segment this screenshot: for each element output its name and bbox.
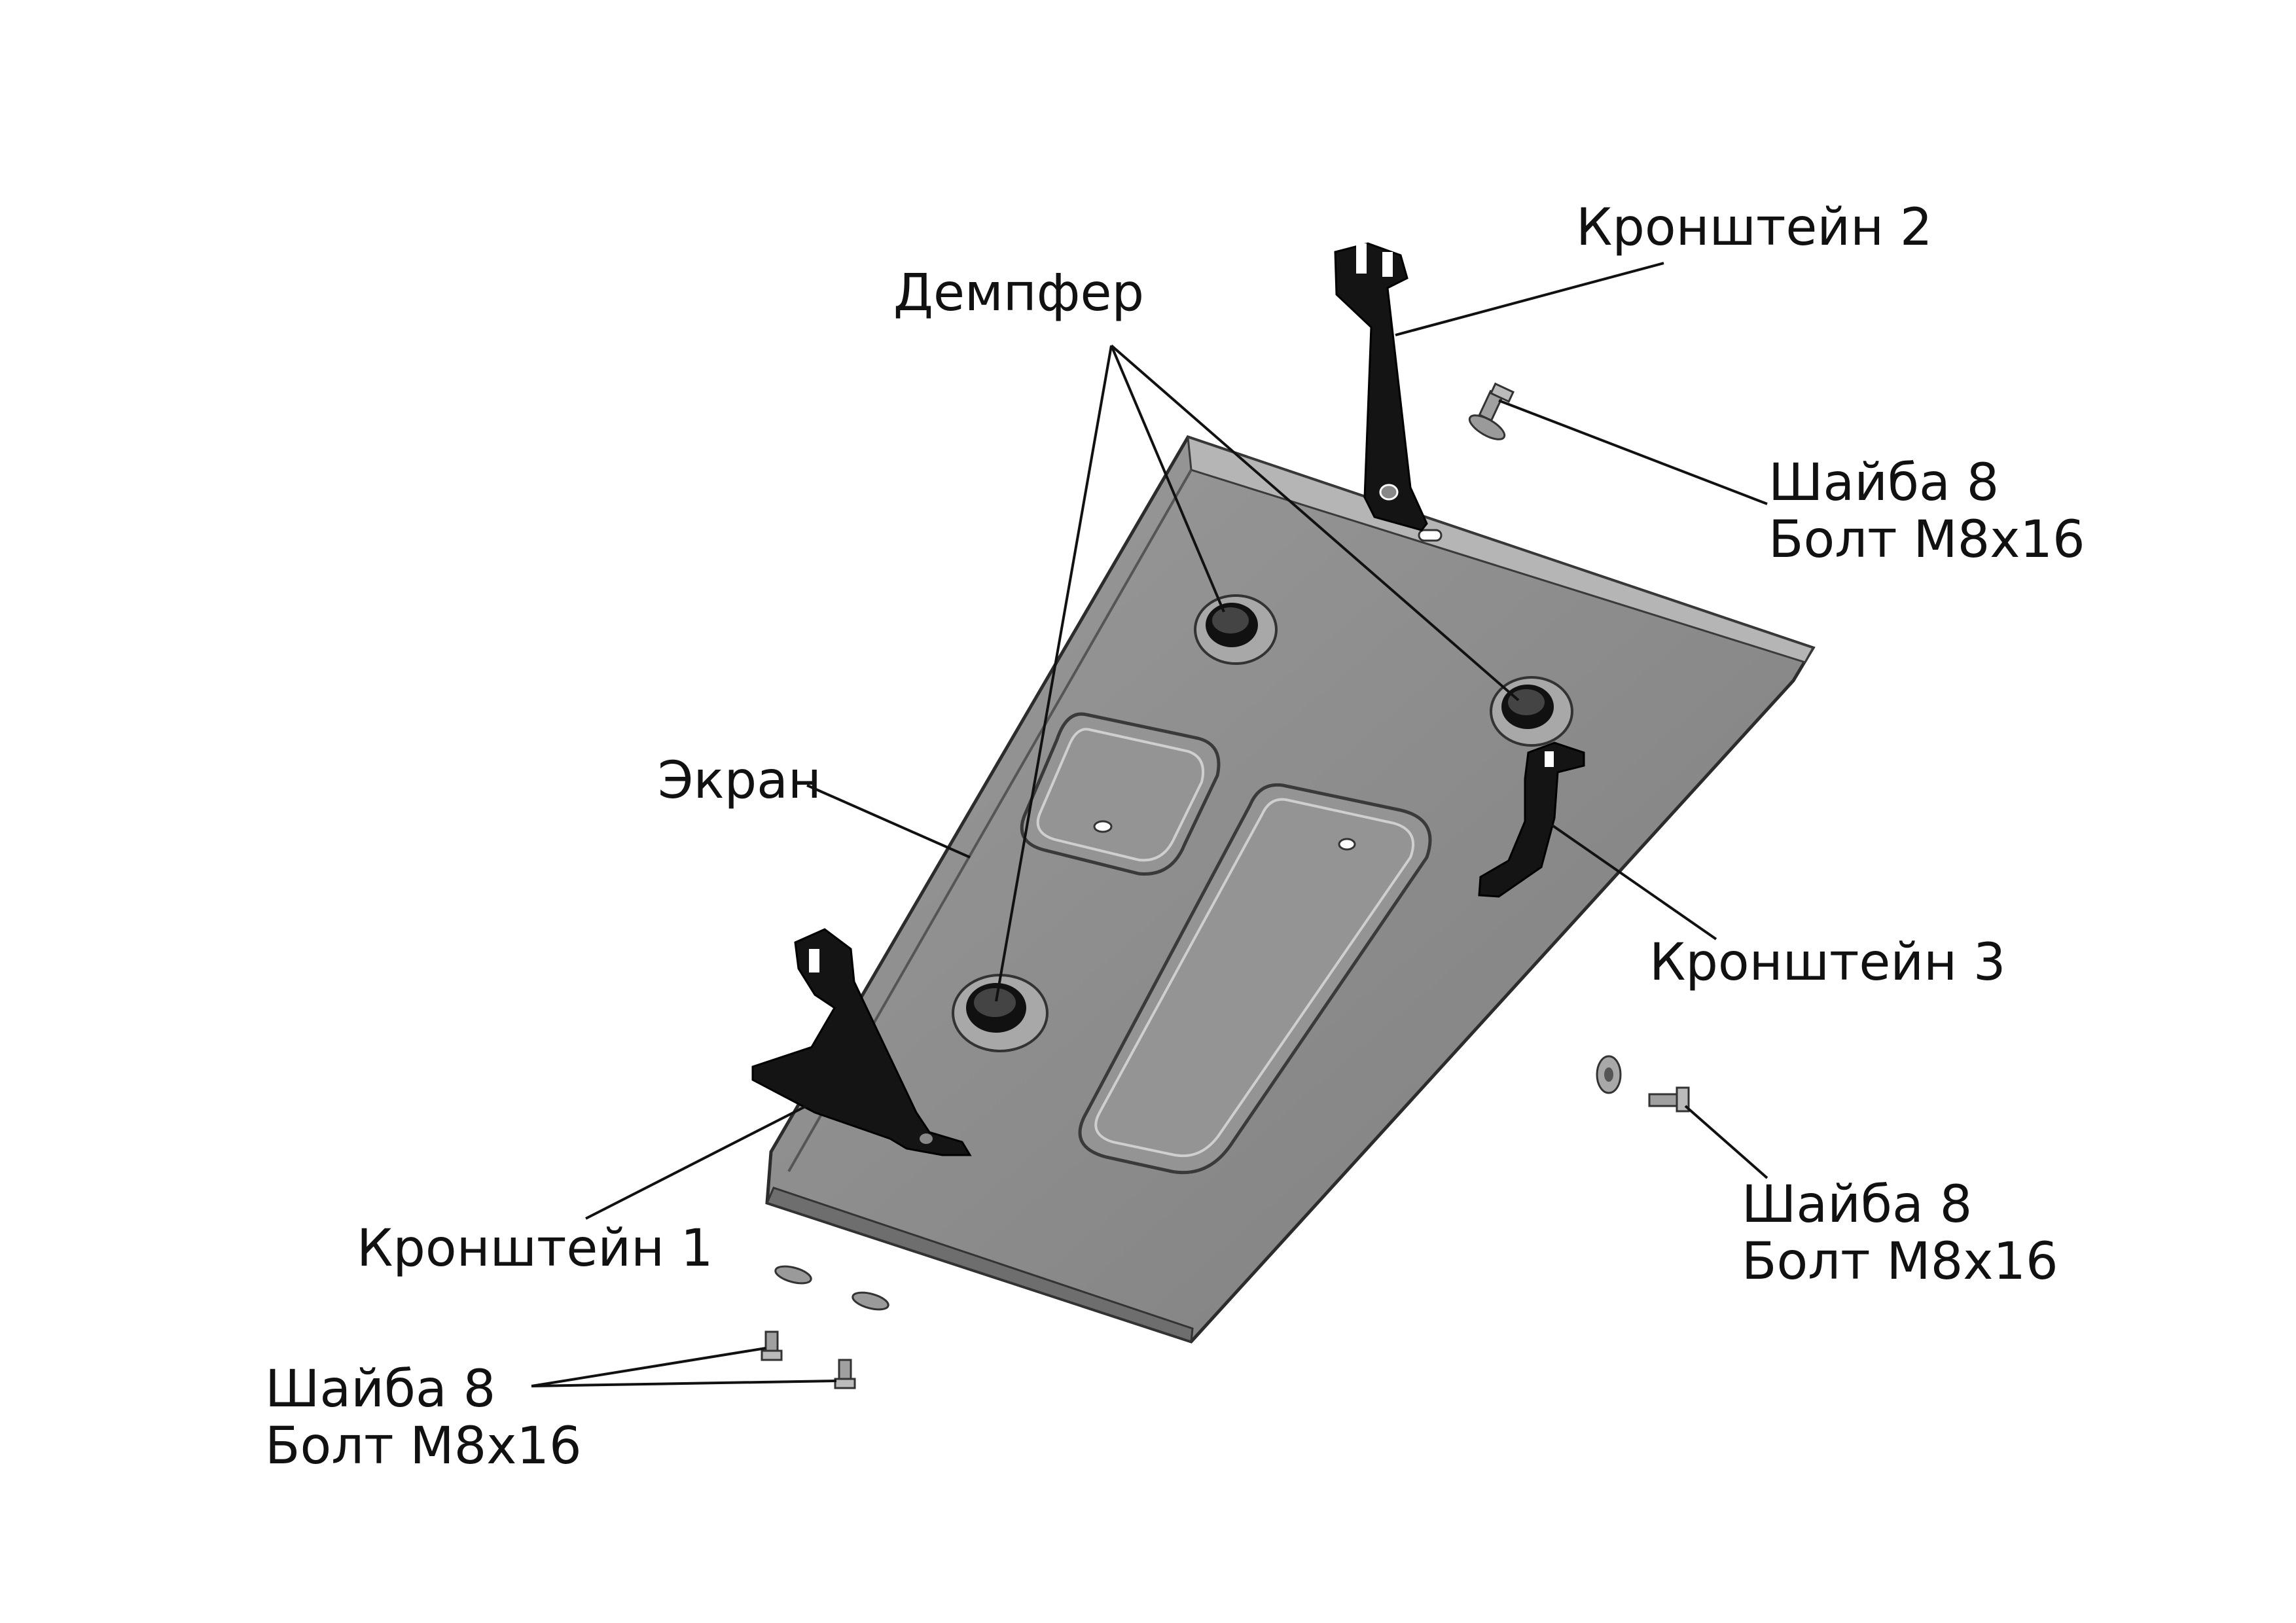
leader-bracket-2: [1395, 262, 1664, 336]
fastener-bolt-bottom-left-2: [834, 1359, 856, 1389]
label-bracket-2-text: Кронштейн 2: [1576, 198, 1933, 257]
fastener-washer-bottom-left-2: [852, 1291, 889, 1311]
leader-lines: [531, 262, 1768, 1387]
leader-fastener-bottom-right: [1684, 1105, 1768, 1179]
label-screen-text: Экран: [658, 751, 821, 810]
leader-fastener-bottom-left-2: [531, 1380, 837, 1387]
label-washer-top-right: Шайба 8: [1768, 454, 2000, 512]
fastener-washer-bottom-right: [1596, 1055, 1622, 1094]
bracket-1: [751, 928, 972, 1156]
fastener-washer-bottom-left-1: [774, 1265, 812, 1285]
label-bracket-2: Кронштейн 2: [1576, 198, 1933, 257]
stamped-recess-square: [1020, 712, 1221, 876]
label-bracket-1-text: Кронштейн 1: [357, 1219, 713, 1278]
label-bracket-3: Кронштейн 3: [1649, 933, 2006, 992]
leader-bracket-3: [1550, 823, 1717, 940]
label-washer-bottom-right: Шайба 8: [1742, 1175, 1973, 1234]
leader-damper-3: [995, 345, 1113, 1002]
leader-damper-2: [1110, 344, 1520, 702]
label-bracket-1: Кронштейн 1: [357, 1219, 713, 1278]
leader-fastener-top-right: [1498, 399, 1768, 505]
fastener-bolt-top-right: [1478, 382, 1515, 422]
label-damper: Демпфер: [893, 264, 1144, 323]
label-bracket-3-text: Кронштейн 3: [1649, 933, 2006, 992]
label-washer-bottom-left: Шайба 8: [265, 1360, 496, 1419]
stamped-recess-long: [1078, 783, 1432, 1175]
label-damper-text: Демпфер: [893, 264, 1144, 323]
fastener-bolt-bottom-left-1: [761, 1330, 783, 1361]
label-bolt-bottom-left: Болт М8х16: [265, 1417, 582, 1476]
leader-screen: [806, 784, 971, 859]
label-bolt-top-right: Болт М8х16: [1768, 510, 2085, 570]
label-bolt-bottom-right: Болт М8х16: [1742, 1232, 2058, 1292]
leader-bracket-1: [585, 1105, 807, 1220]
leader-damper-1: [1110, 345, 1225, 613]
fastener-bolt-bottom-right: [1648, 1086, 1690, 1113]
leader-fastener-bottom-left-1: [531, 1347, 766, 1387]
label-screen: Экран: [658, 751, 821, 810]
label-fasteners-bottom-left: Шайба 8 Болт М8х16: [265, 1361, 582, 1476]
bracket-2: [1334, 242, 1428, 531]
label-fasteners-top-right: Шайба 8 Болт М8х16: [1768, 454, 2085, 570]
bracket-3: [1478, 741, 1585, 898]
label-fasteners-bottom-right: Шайба 8 Болт М8х16: [1742, 1175, 2058, 1292]
damper-1: [1194, 594, 1278, 665]
